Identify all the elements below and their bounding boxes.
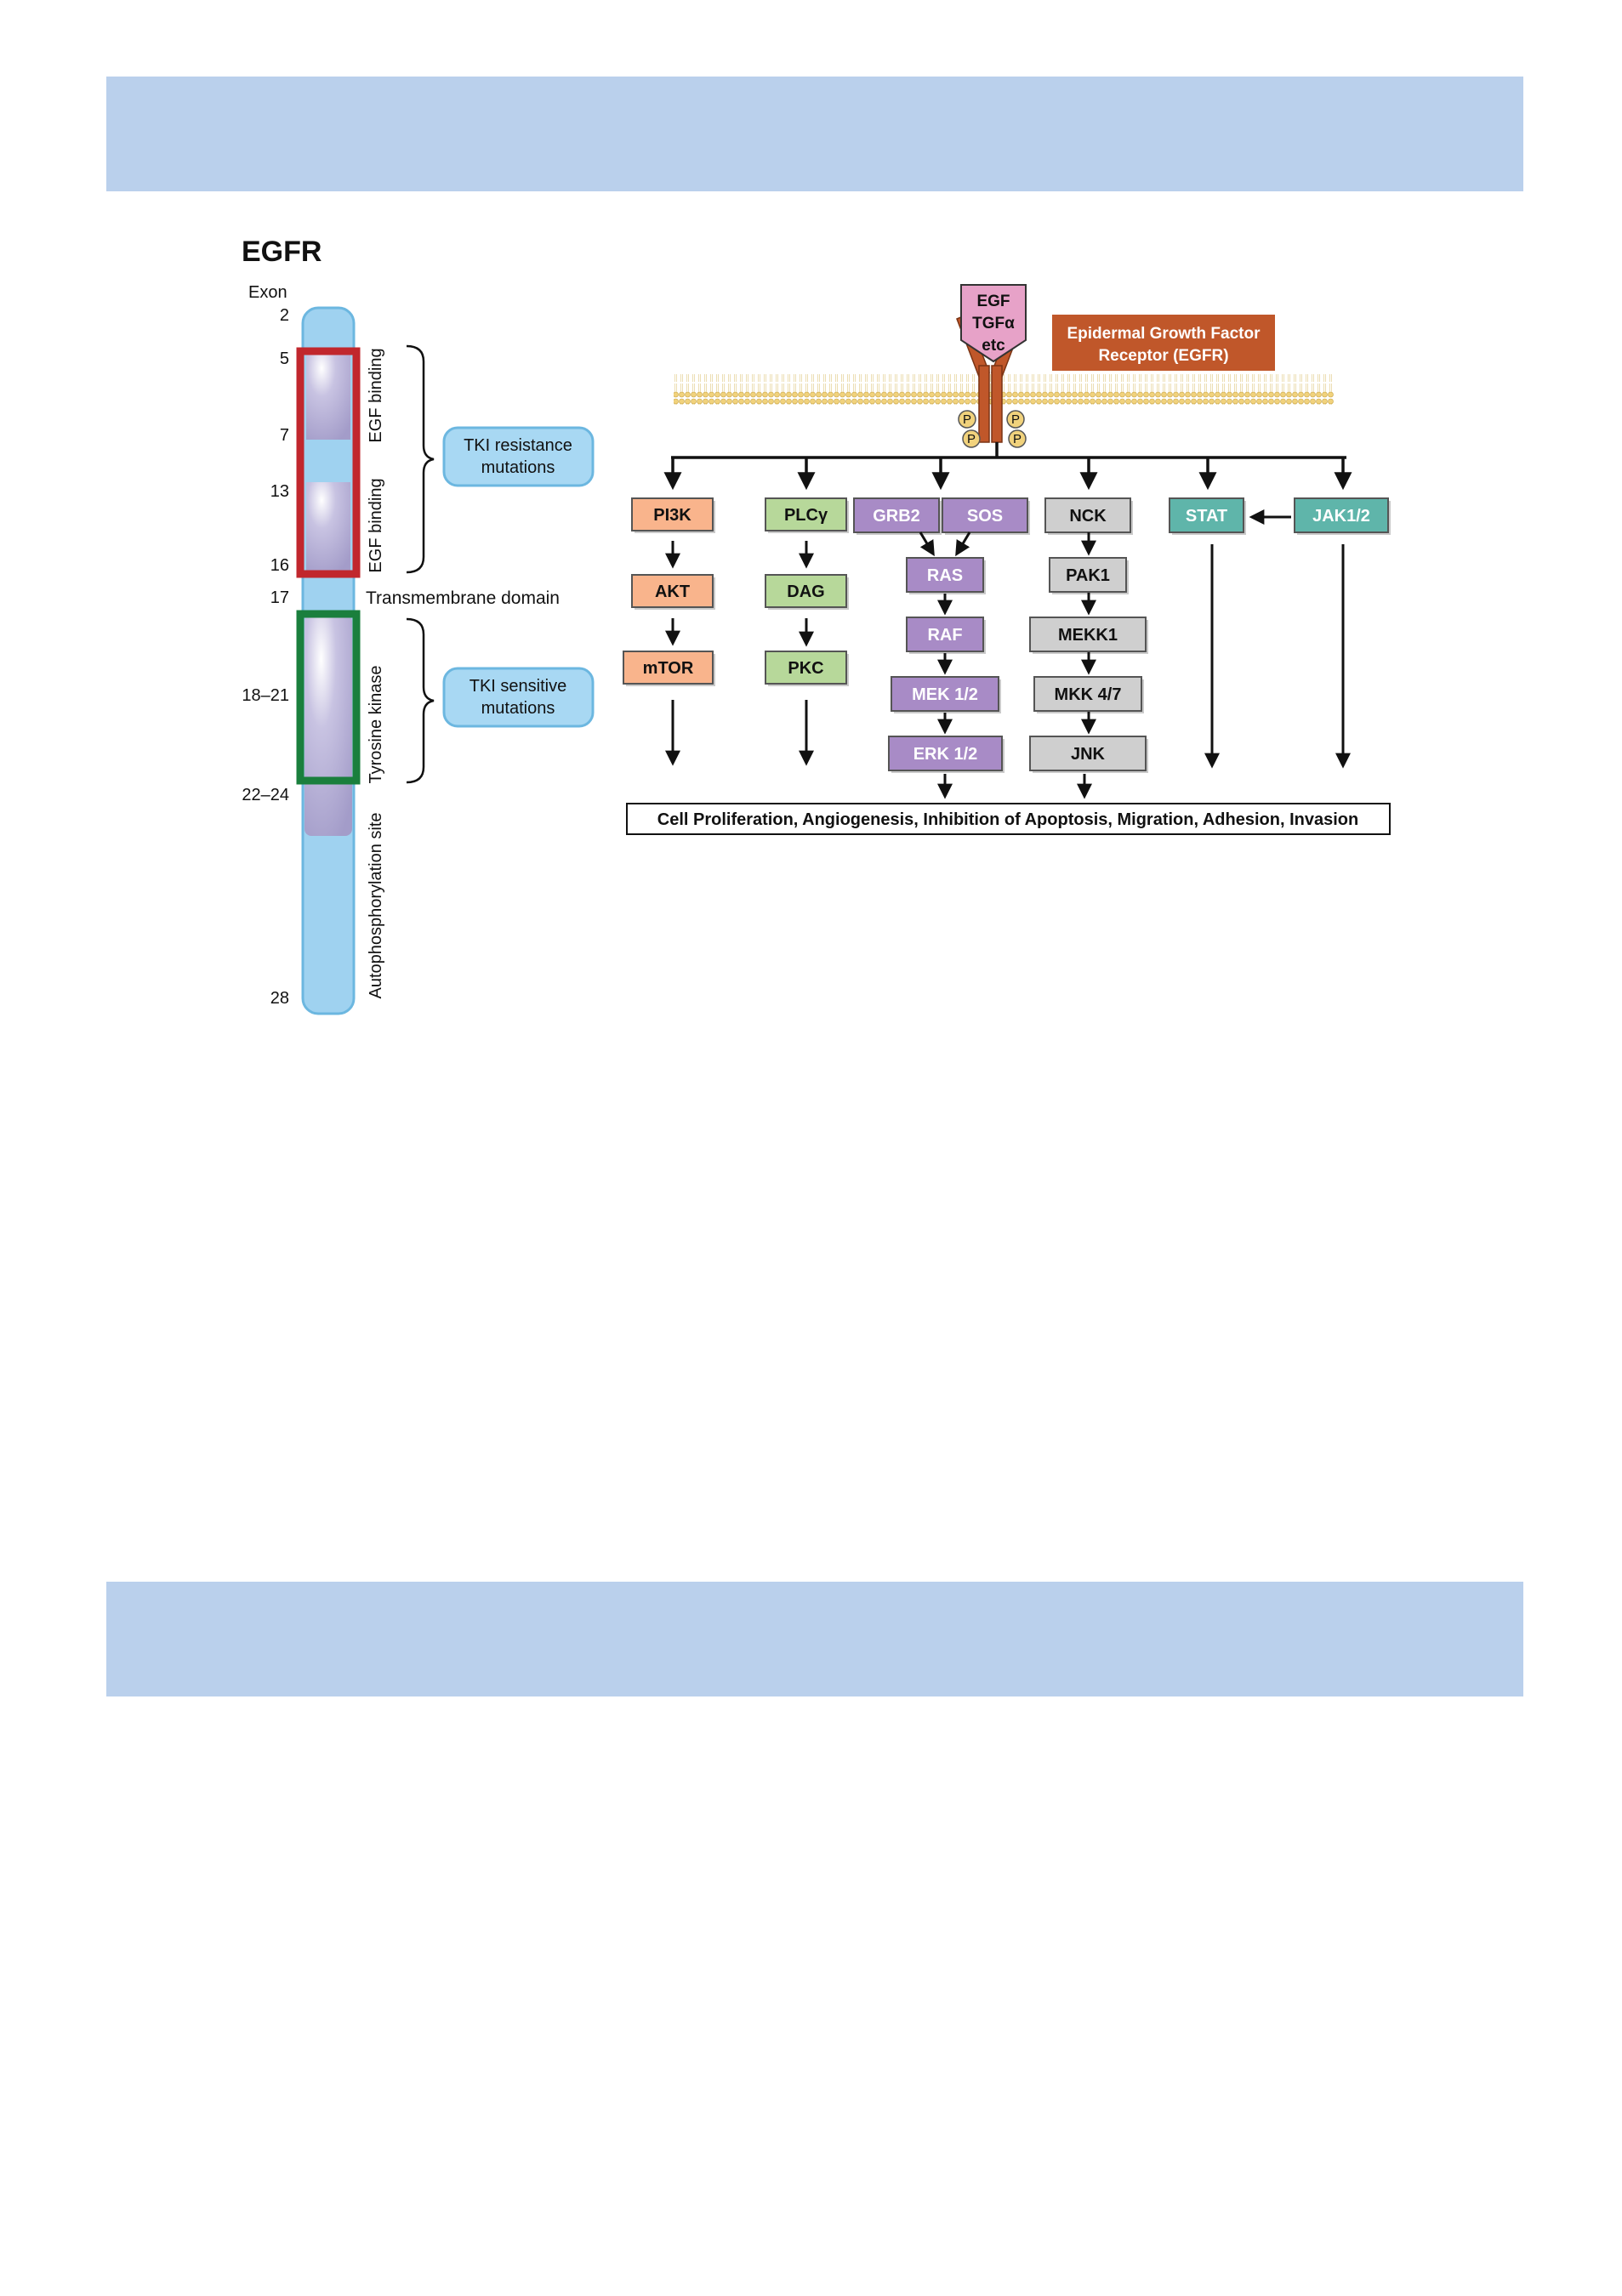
- node-label-pi3k: PI3K: [653, 506, 691, 525]
- egf-binding-label-1: EGF binding: [367, 348, 385, 442]
- node-label-jnk: JNK: [1071, 745, 1106, 764]
- transmembrane-label: Transmembrane domain: [366, 588, 560, 608]
- node-nck: NCK: [1044, 497, 1133, 535]
- outcome-text: Cell Proliferation, Angiogenesis, Inhibi…: [657, 810, 1358, 829]
- node-label-erk: ERK 1/2: [913, 745, 978, 764]
- receptor-label: Epidermal Growth Factor Receptor (EGFR): [1052, 315, 1275, 371]
- pathway-arrows: [665, 509, 1351, 799]
- bottom-footer-band: [106, 1582, 1523, 1696]
- exon-label-5: 5: [280, 350, 289, 368]
- sensitive-brace: [406, 617, 435, 784]
- top-header-band: [106, 77, 1523, 191]
- svg-text:mutations: mutations: [481, 458, 555, 477]
- cell-membrane: [674, 374, 1334, 405]
- svg-text:P: P: [1013, 432, 1022, 446]
- exon-label-22-24: 22–24: [242, 786, 289, 804]
- svg-text:Receptor (EGFR): Receptor (EGFR): [1098, 347, 1228, 365]
- node-erk: ERK 1/2: [888, 736, 1005, 773]
- tyrosine-kinase-domain: [304, 615, 352, 836]
- svg-text:P: P: [1011, 412, 1020, 427]
- egf-binding-label-2: EGF binding: [367, 478, 385, 572]
- exon-label-17: 17: [270, 588, 289, 607]
- sensitive-region-box: [296, 610, 361, 785]
- node-label-dag: DAG: [787, 583, 824, 601]
- node-label-grb2: GRB2: [873, 507, 920, 526]
- exon-label-2: 2: [280, 306, 289, 325]
- svg-text:Epidermal Growth Factor: Epidermal Growth Factor: [1067, 325, 1261, 343]
- node-label-pkc: PKC: [788, 659, 823, 678]
- node-mkk: MKK 4/7: [1033, 676, 1144, 713]
- node-label-jak: JAK1/2: [1312, 507, 1370, 526]
- ligand: EGF TGFα etc: [960, 284, 1027, 363]
- exon-label-18-21: 18–21: [242, 686, 289, 705]
- node-sos: SOS: [942, 497, 1030, 535]
- callout-tki-sensitive: TKI sensitive mutations: [442, 667, 595, 728]
- node-label-plcg: PLCγ: [784, 506, 828, 525]
- svg-text:mutations: mutations: [481, 699, 555, 718]
- ligand-egf: EGF: [976, 293, 1010, 310]
- svg-text:P: P: [963, 412, 971, 427]
- callout-tki-resistance: TKI resistance mutations: [442, 426, 595, 487]
- node-plcg: PLCγ: [765, 497, 849, 533]
- node-mekk1: MEKK1: [1029, 617, 1148, 654]
- distribution-arrows: [663, 457, 1352, 491]
- node-jak: JAK1/2: [1294, 497, 1391, 535]
- exon-label-16: 16: [270, 556, 289, 575]
- exon-label-28: 28: [270, 989, 289, 1008]
- node-akt: AKT: [631, 574, 715, 610]
- node-label-nck: NCK: [1069, 507, 1107, 526]
- node-jnk: JNK: [1029, 736, 1148, 773]
- node-dag: DAG: [765, 574, 849, 610]
- node-ras: RAS: [906, 557, 986, 594]
- figure-title: EGFR: [242, 236, 322, 268]
- node-mtor: mTOR: [623, 651, 715, 686]
- node-mek: MEK 1/2: [891, 676, 1001, 713]
- exon-label-13: 13: [270, 482, 289, 501]
- resistance-region-box: [296, 347, 361, 578]
- node-label-raf: RAF: [927, 626, 962, 645]
- node-grb2: GRB2: [853, 497, 942, 535]
- resistance-brace: [406, 344, 435, 574]
- node-label-mek: MEK 1/2: [912, 685, 978, 704]
- phosphate-groups: P P P P: [958, 410, 1027, 448]
- egf-binding-domain-2: [306, 482, 350, 571]
- node-raf: RAF: [906, 617, 986, 654]
- svg-text:P: P: [967, 432, 976, 446]
- node-stat: STAT: [1169, 497, 1246, 535]
- node-label-stat: STAT: [1186, 507, 1227, 526]
- node-label-mekk1: MEKK1: [1058, 626, 1118, 645]
- node-label-akt: AKT: [655, 583, 690, 601]
- exon-label-7: 7: [280, 426, 289, 445]
- svg-text:TKI sensitive: TKI sensitive: [470, 677, 566, 696]
- outcome-box: Cell Proliferation, Angiogenesis, Inhibi…: [626, 803, 1391, 835]
- tyrosine-kinase-label: Tyrosine kinase: [367, 666, 385, 784]
- node-label-mkk: MKK 4/7: [1055, 685, 1122, 704]
- node-pkc: PKC: [765, 651, 849, 686]
- node-label-ras: RAS: [927, 566, 963, 585]
- node-pak1: PAK1: [1049, 557, 1129, 594]
- node-label-pak1: PAK1: [1066, 566, 1110, 585]
- ligand-etc: etc: [982, 337, 1005, 355]
- node-label-mtor: mTOR: [643, 659, 694, 678]
- exon-heading: Exon: [248, 283, 287, 302]
- autophosphorylation-label: Autophosphorylation site: [367, 812, 385, 998]
- svg-text:TKI resistance: TKI resistance: [464, 436, 572, 455]
- egf-binding-domain-1: [306, 350, 350, 440]
- exon-labels: 2 5 7 13 16 17 18–21 22–24 28: [242, 306, 289, 1008]
- node-pi3k: PI3K: [631, 497, 715, 533]
- node-label-sos: SOS: [967, 507, 1003, 526]
- ligand-tgfa: TGFα: [972, 315, 1015, 332]
